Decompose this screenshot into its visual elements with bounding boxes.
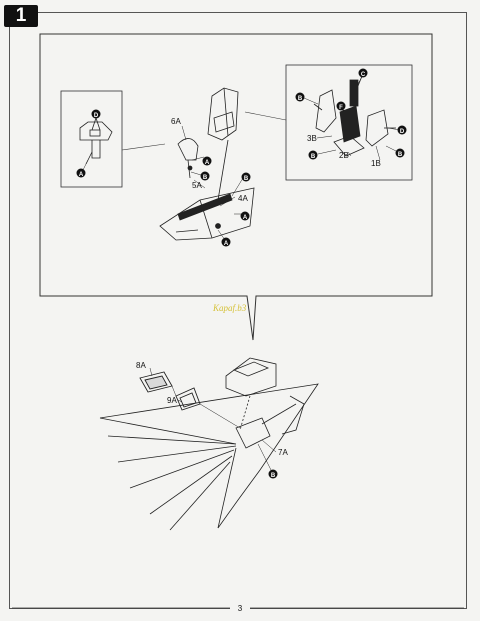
seat-rail-detail <box>79 117 113 165</box>
svg-text:A: A <box>224 241 229 247</box>
svg-text:A: A <box>79 172 84 178</box>
svg-text:B: B <box>203 175 208 181</box>
canopy-part <box>225 357 277 431</box>
svg-text:C: C <box>361 72 366 78</box>
aircraft-fuselage <box>99 383 319 531</box>
part-label-6a: 6A <box>171 117 181 126</box>
marker-f-1: F <box>336 101 346 111</box>
marker-b-1: B <box>200 171 210 181</box>
part-label-2b: 2B <box>339 151 349 160</box>
part-label-9a: 9A <box>167 396 177 405</box>
svg-text:B: B <box>244 176 249 182</box>
marker-b-6: B <box>268 469 278 479</box>
part-label-7a: 7A <box>278 448 288 457</box>
page-number: 3 <box>230 604 250 613</box>
svg-text:D: D <box>400 129 405 135</box>
marker-c-1: C <box>358 68 368 78</box>
marker-a-3: A <box>221 237 231 247</box>
seat-rail-detail-box <box>60 90 123 188</box>
ejection-seat-upper <box>207 87 239 201</box>
cockpit-tub <box>159 187 255 241</box>
windscreen-frame <box>175 387 201 411</box>
step-number-badge: 1 <box>4 5 38 27</box>
marker-a-4: A <box>76 168 86 178</box>
part-label-8a: 8A <box>136 361 146 370</box>
part-label-3b: 3B <box>307 134 317 143</box>
svg-text:B: B <box>311 154 316 160</box>
marker-d-2: D <box>397 125 407 135</box>
detail-frame <box>39 33 433 341</box>
marker-d-1: D <box>91 109 101 119</box>
marker-a-2: A <box>240 211 250 221</box>
marker-a-1: A <box>202 156 212 166</box>
svg-text:B: B <box>298 96 303 102</box>
part-label-4a: 4A <box>238 194 248 203</box>
svg-text:A: A <box>205 160 210 166</box>
marker-b-2: B <box>241 172 251 182</box>
marker-b-5: B <box>395 148 405 158</box>
svg-text:D: D <box>94 113 99 119</box>
ejection-seat-detail-box <box>285 64 413 181</box>
marker-b-3: B <box>295 92 305 102</box>
control-stick <box>177 138 199 179</box>
part-label-1b: 1B <box>371 159 381 168</box>
watermark: Kapaf.b3 <box>213 303 247 313</box>
svg-text:B: B <box>398 152 403 158</box>
svg-text:F: F <box>339 105 343 111</box>
marker-b-4: B <box>308 150 318 160</box>
part-label-5a: 5A <box>192 181 202 190</box>
svg-text:B: B <box>271 473 276 479</box>
windscreen-part <box>139 371 173 393</box>
svg-text:A: A <box>243 215 248 221</box>
ejection-seat-exploded <box>313 75 396 157</box>
